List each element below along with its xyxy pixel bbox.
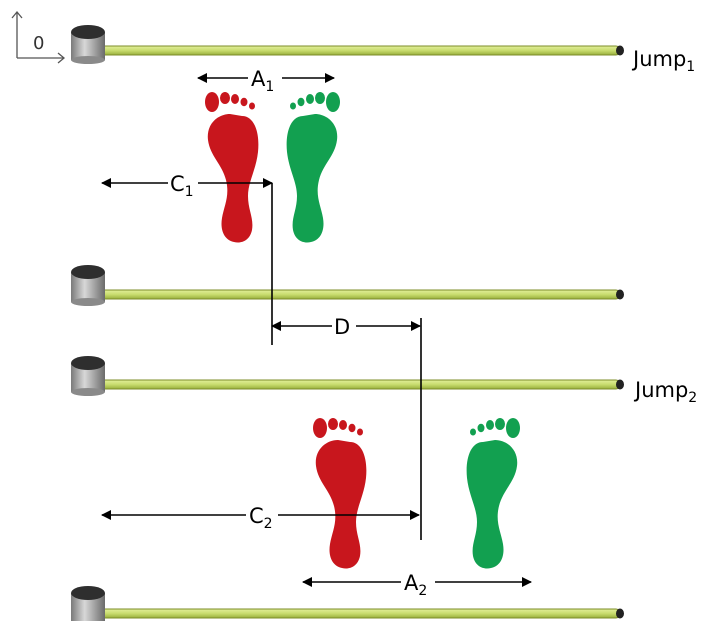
c2-label: C2: [249, 504, 273, 532]
axis-icon: [11, 10, 66, 64]
sensor-icon: [71, 586, 105, 621]
origin-label: 0: [33, 33, 44, 54]
right-foot-icon: [286, 92, 340, 243]
left-foot-icon: [205, 92, 259, 243]
sensor-icon: [71, 25, 105, 64]
sensor-bar-3: [71, 356, 624, 396]
sensor-bar-1: [71, 25, 624, 64]
jump2-label: Jump2: [633, 378, 697, 406]
sensor-bar-4: [71, 586, 624, 621]
sensor-icon: [71, 265, 105, 306]
sensor-bar-2: [71, 265, 624, 306]
sensor-icon: [71, 356, 105, 396]
a2-label: A2: [404, 571, 427, 599]
left-foot-icon: [313, 418, 367, 569]
jump1-label: Jump1: [631, 47, 695, 75]
d-label: D: [334, 315, 350, 339]
right-foot-icon: [466, 418, 520, 569]
c1-label: C1: [170, 172, 194, 200]
a1-label: A1: [251, 67, 274, 95]
